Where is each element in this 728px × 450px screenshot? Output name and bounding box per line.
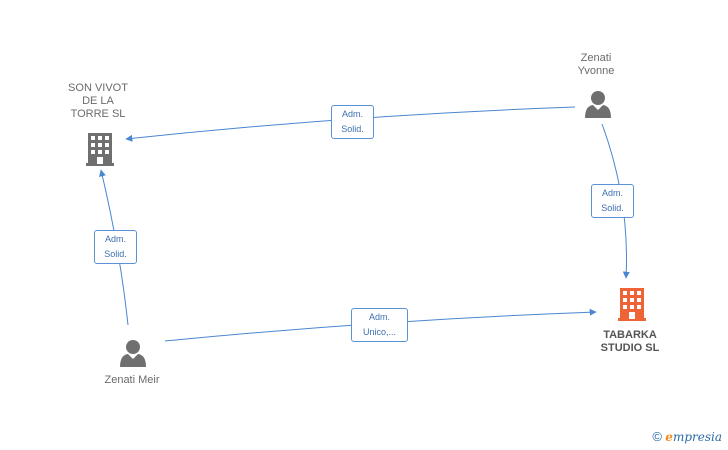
building-icon[interactable] [618, 288, 646, 321]
edge-label-yvonne-tabarka: Adm. Solid. [591, 184, 634, 218]
edge-label-line2: Solid. [341, 124, 364, 134]
edge-label-yvonne-sonvivot: Adm. Solid. [331, 105, 374, 139]
person-icon[interactable] [585, 91, 611, 118]
node-label-zenati-yvonne[interactable]: Zenati Yvonne [577, 52, 615, 77]
empresia-logo: © empresia [652, 429, 722, 444]
edge-label-line2: Unico,... [362, 327, 396, 337]
edge-label-line1: Adm. [368, 312, 390, 322]
node-label-zenati-meir[interactable]: Zenati Meir [104, 374, 160, 386]
edge-label-meir-sonvivot: Adm. Solid. [94, 230, 137, 264]
node-label-son-vivot[interactable]: SON VIVOT DE LA TORRE SL [68, 82, 128, 120]
edge-label-meir-tabarka: Adm. Unico,... [351, 308, 408, 342]
edge-label-line2: Solid. [104, 249, 127, 259]
edge-label-line2: Solid. [601, 203, 624, 213]
edge-label-line1: Adm. [341, 109, 363, 119]
copyright-icon: © [652, 429, 662, 444]
edge-label-line1: Adm. [601, 188, 623, 198]
building-icon[interactable] [86, 133, 114, 166]
brand-initial: e [665, 430, 673, 444]
brand-name: mpresia [672, 430, 722, 444]
node-label-tabarka[interactable]: TABARKA STUDIO SL [600, 329, 660, 354]
person-icon[interactable] [120, 340, 146, 367]
edge-label-line1: Adm. [104, 234, 126, 244]
